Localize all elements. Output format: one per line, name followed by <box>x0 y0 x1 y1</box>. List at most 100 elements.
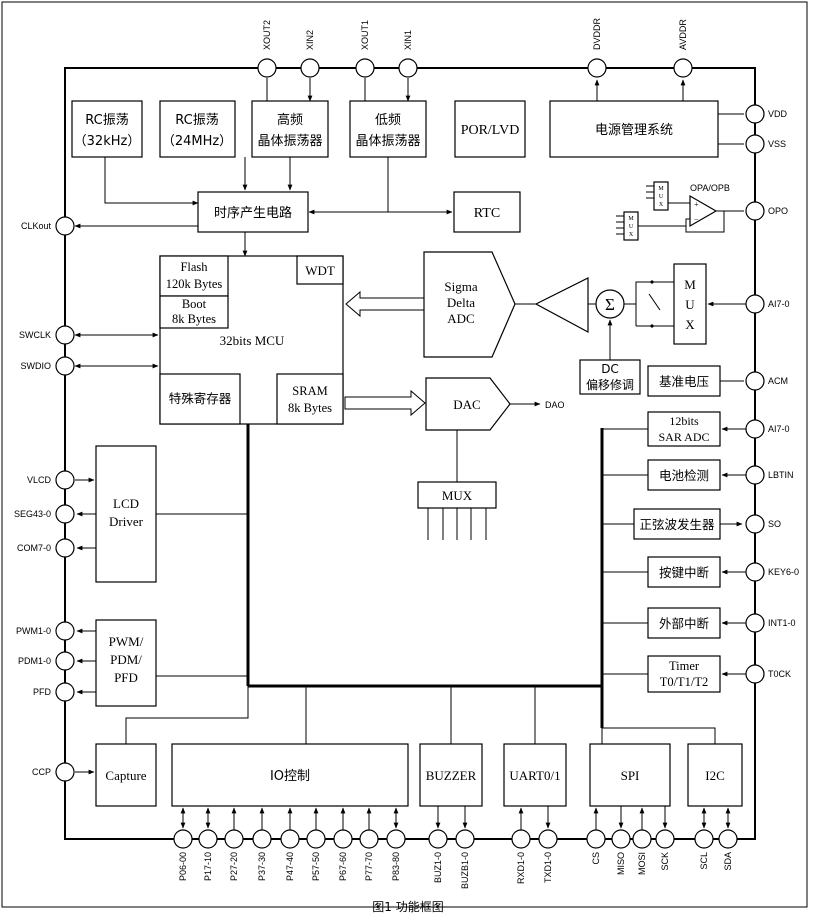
svg-text:LBTIN: LBTIN <box>768 470 794 480</box>
vref-block: 基准电压 <box>647 365 744 397</box>
pwm-pdm-pfd-block: PWM/ PDM/ PFD <box>76 619 248 707</box>
sigma-delta-adc-block: Sigma Delta ADC <box>423 251 516 358</box>
bottom-pin <box>455 829 475 849</box>
bottom-pin-label: P67-60 <box>338 852 348 881</box>
bottom-pin-label: RXD1-0 <box>516 852 526 884</box>
dac-block: DAC DAO <box>425 377 565 482</box>
bottom-pin <box>386 829 406 849</box>
svg-text:AI7-0: AI7-0 <box>768 424 790 434</box>
mcu-block: Flash 120k Bytes Boot 8k Bytes WDT 32bit… <box>159 255 344 425</box>
rc-24mhz-block: RC振荡 （24MHz） <box>159 100 236 158</box>
bottom-pin-label: SCK <box>660 852 670 871</box>
svg-text:KEY6-0: KEY6-0 <box>768 567 799 577</box>
bottom-pin <box>586 829 606 849</box>
svg-text:UART0/1: UART0/1 <box>509 768 560 783</box>
svg-text:PDM/: PDM/ <box>110 652 142 667</box>
svg-text:OPO: OPO <box>768 206 788 216</box>
por-lvd-block: POR/LVD <box>454 100 526 158</box>
right-pins: VDD VSS OPO AI7-0 ACM AI7-0 LBTIN SO KEY… <box>718 104 799 684</box>
svg-text:AVDDR: AVDDR <box>678 19 688 50</box>
svg-text:T0/T1/T2: T0/T1/T2 <box>660 675 709 689</box>
svg-text:Timer: Timer <box>669 659 700 673</box>
svg-text:PFD: PFD <box>33 687 52 697</box>
bottom-pin <box>198 829 218 849</box>
svg-text:PWM1-0: PWM1-0 <box>16 626 51 636</box>
timer-block: Timer T0/T1/T2 <box>602 655 755 693</box>
bottom-pin-label: P27-20 <box>229 852 239 881</box>
svg-text:8k Bytes: 8k Bytes <box>288 401 332 415</box>
svg-text:Boot: Boot <box>182 297 207 311</box>
svg-text:XOUT1: XOUT1 <box>360 20 370 50</box>
svg-text:U: U <box>629 224 634 230</box>
svg-text:（32kHz）: （32kHz） <box>74 134 141 149</box>
bottom-pin-label: P06-00 <box>178 852 188 881</box>
svg-text:SEG43-0: SEG43-0 <box>14 509 51 519</box>
bottom-pin <box>252 829 272 849</box>
svg-text:高频: 高频 <box>277 112 303 128</box>
svg-text:PFD: PFD <box>114 670 138 685</box>
svg-text:SO: SO <box>768 519 781 529</box>
svg-text:DC: DC <box>601 362 619 376</box>
timing-generator-block: 时序产生电路 <box>197 191 309 233</box>
svg-text:X: X <box>659 202 664 208</box>
key-interrupt-block: 按键中断 <box>602 556 755 588</box>
lf-crystal-oscillator-block: 低频 晶体振荡器 <box>349 100 427 158</box>
svg-text:SWCLK: SWCLK <box>19 330 51 340</box>
svg-text:LCD: LCD <box>113 496 139 511</box>
svg-text:I2C: I2C <box>705 768 725 783</box>
uart-block: UART0/1 <box>503 686 567 807</box>
opa-opb-block: M U X M U X + − OPA/OPB <box>616 181 744 241</box>
svg-text:AI7-0: AI7-0 <box>768 299 790 309</box>
i2c-block: I2C <box>602 727 743 807</box>
svg-text:Delta: Delta <box>447 295 475 310</box>
lcd-driver-block: LCD Driver <box>75 445 248 583</box>
bottom-pin <box>718 829 738 849</box>
bottom-pin <box>173 829 193 849</box>
bottom-pin <box>359 829 379 849</box>
svg-text:ACM: ACM <box>768 376 788 386</box>
svg-text:CLKout: CLKout <box>21 221 52 231</box>
bottom-pin-label: P37-30 <box>257 852 267 881</box>
svg-text:M: M <box>684 277 696 292</box>
adc-to-mcu-arrow <box>345 290 425 318</box>
io-control-block: IO控制 <box>171 686 409 807</box>
capture-block: Capture <box>75 686 249 807</box>
bottom-pin-label: P83-80 <box>391 852 401 881</box>
hf-crystal-oscillator-block: 高频 晶体振荡器 <box>251 100 329 158</box>
svg-text:SPI: SPI <box>621 768 640 783</box>
svg-text:电源管理系统: 电源管理系统 <box>595 123 673 138</box>
svg-text:RTC: RTC <box>474 206 500 221</box>
svg-text:偏移修调: 偏移修调 <box>586 377 634 392</box>
svg-text:U: U <box>659 194 664 200</box>
svg-text:POR/LVD: POR/LVD <box>461 123 520 138</box>
bottom-pin-label: P17-10 <box>203 852 213 881</box>
bottom-pin <box>333 829 353 849</box>
svg-text:正弦波发生器: 正弦波发生器 <box>639 517 715 532</box>
bottom-pin <box>428 829 448 849</box>
top-pins: XOUT2 XIN2 XOUT1 XIN1 DVDDR AVDDR <box>257 17 693 102</box>
bottom-pin-label: BUZ1-0 <box>433 852 443 883</box>
rtc-block: RTC <box>453 191 521 233</box>
svg-text:XIN2: XIN2 <box>305 30 315 50</box>
clock-connections <box>74 157 453 257</box>
svg-text:12bits: 12bits <box>669 414 699 428</box>
bottom-pin <box>632 829 652 849</box>
bottom-pin-label: P47-40 <box>285 852 295 881</box>
svg-text:SAR ADC: SAR ADC <box>658 430 709 444</box>
svg-text:PDM1-0: PDM1-0 <box>18 656 51 666</box>
svg-text:RC振荡: RC振荡 <box>175 113 218 128</box>
dc-offset-trim-block: DC 偏移修调 <box>579 359 641 395</box>
svg-text:DAO: DAO <box>545 400 565 410</box>
svg-text:时序产生电路: 时序产生电路 <box>214 205 292 221</box>
left-pins: CLKout SWCLK SWDIO VLCD SEG43-0 COM7-0 P… <box>14 216 75 782</box>
svg-text:PWM/: PWM/ <box>109 634 144 649</box>
svg-text:Σ: Σ <box>605 295 615 314</box>
rc-32khz-block: RC振荡 （32kHz） <box>71 100 143 158</box>
bottom-pin <box>611 829 631 849</box>
svg-text:按键中断: 按键中断 <box>659 565 709 580</box>
svg-text:ADC: ADC <box>447 311 474 326</box>
svg-text:DAC: DAC <box>453 397 480 412</box>
bottom-pin-label: MISO <box>616 852 626 875</box>
